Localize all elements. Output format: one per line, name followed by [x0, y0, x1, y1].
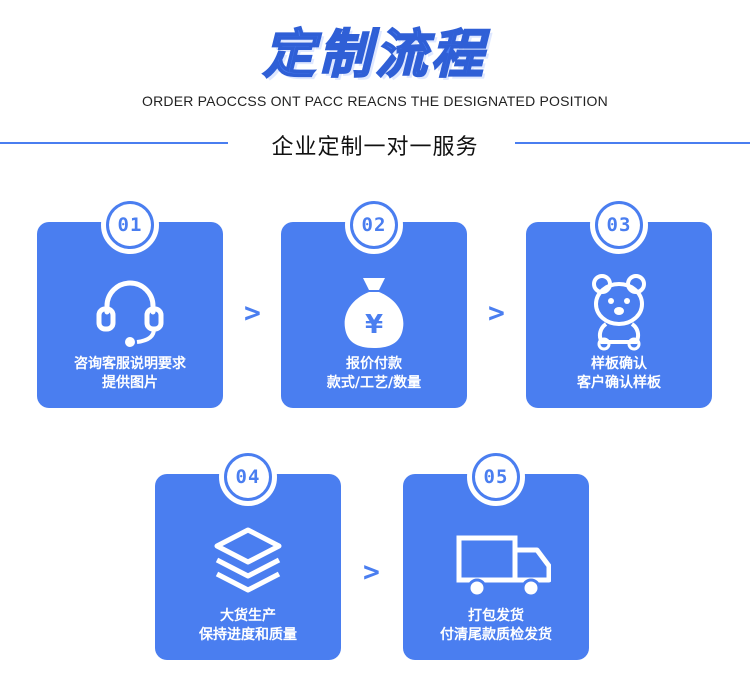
step-number: 01: [109, 204, 151, 246]
step-badge: 02: [345, 196, 403, 254]
page-subtitle: ORDER PAOCCSS ONT PACC REACNS THE DESIGN…: [142, 93, 608, 109]
step-label-line1: 样板确认: [591, 356, 647, 372]
step-number: 04: [227, 456, 269, 498]
layers-icon: [214, 527, 282, 593]
step-label: 咨询客服说明要求 提供图片: [37, 355, 223, 393]
step-label-line2: 款式/工艺/数量: [326, 375, 422, 391]
step-card-3: 03 样板确认 客户确认样板: [526, 196, 712, 408]
money-bag-icon: ¥: [344, 278, 404, 348]
step-label: 样板确认 客户确认样板: [526, 355, 712, 393]
truck-icon: [456, 535, 551, 598]
step-label-line1: 报价付款: [346, 356, 402, 372]
page-title: 定制流程: [262, 24, 487, 86]
step-card-2: 02 ¥ 报价付款 款式/工艺/数量: [281, 196, 467, 408]
step-label-line2: 客户确认样板: [577, 375, 661, 391]
step-label: 报价付款 款式/工艺/数量: [281, 355, 467, 393]
divider-left: [0, 142, 228, 144]
step-card-5: 05 打包发货 付清尾款质检发货: [403, 448, 589, 660]
step-badge: 04: [219, 448, 277, 506]
arrow-icon: >: [363, 555, 380, 588]
step-label-line2: 保持进度和质量: [199, 627, 297, 643]
step-label-line1: 打包发货: [468, 608, 524, 624]
step-label-line2: 付清尾款质检发货: [440, 627, 552, 643]
svg-text:¥: ¥: [365, 310, 383, 340]
step-number: 02: [353, 204, 395, 246]
step-label-line1: 咨询客服说明要求: [74, 356, 186, 372]
step-card-1: 01 咨询客服说明要求 提供图片: [37, 196, 223, 408]
step-number: 03: [598, 204, 640, 246]
step-badge: 01: [101, 196, 159, 254]
step-label-line2: 提供图片: [102, 375, 158, 391]
step-badge: 03: [590, 196, 648, 254]
arrow-icon: >: [488, 296, 505, 329]
step-card-4: 04 大货生产 保持进度和质量: [155, 448, 341, 660]
service-heading: 企业定制一对一服务: [271, 135, 479, 160]
headset-icon: [96, 280, 164, 347]
step-label: 打包发货 付清尾款质检发货: [403, 607, 589, 645]
arrow-icon: >: [244, 296, 261, 329]
step-label-line1: 大货生产: [220, 608, 276, 624]
divider-right: [515, 142, 750, 144]
step-number: 05: [475, 456, 517, 498]
step-badge: 05: [467, 448, 525, 506]
step-label: 大货生产 保持进度和质量: [155, 607, 341, 645]
bear-icon: [592, 274, 646, 351]
